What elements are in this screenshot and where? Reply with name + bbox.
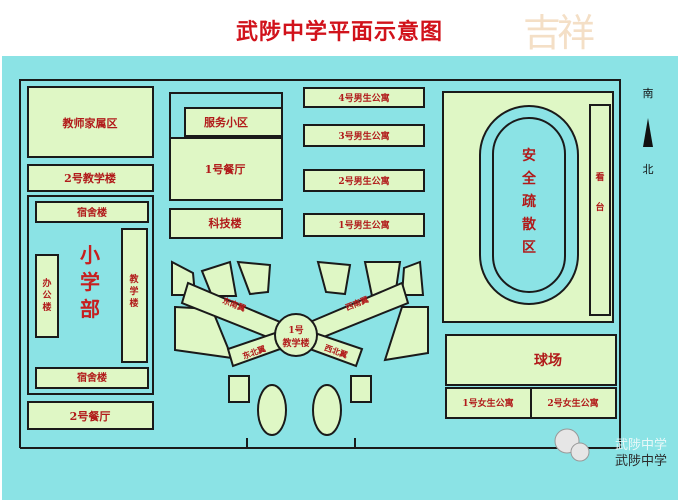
central-block-3 — [236, 260, 272, 296]
teaching-building-1-label-a: 1号 — [288, 325, 303, 336]
teaching-building-label: 教学楼 — [128, 273, 139, 309]
male-dorm-1-label: 1号男生公寓 — [338, 219, 389, 231]
female-dorm-1-label: 1号女生公寓 — [462, 397, 513, 409]
dorm-top — [35, 201, 149, 223]
male-dorm-2 — [303, 169, 425, 192]
canteen-2-label: 2号餐厅 — [70, 409, 111, 423]
compass-top-label: 南 — [643, 87, 654, 100]
service-area — [184, 107, 283, 137]
dorm-bottom-label: 宿舍楼 — [77, 371, 107, 384]
office-label: 办公楼 — [42, 277, 51, 313]
campus-boundary — [19, 79, 621, 449]
male-dorm-3-label: 3号男生公寓 — [338, 130, 389, 142]
central-block-4 — [316, 260, 352, 296]
primary-school-label: 小学部 — [80, 243, 100, 321]
male-dorm-1 — [303, 213, 425, 237]
track-inner — [492, 117, 566, 293]
logo-line-1: 武陟中学 — [614, 438, 667, 453]
ball-court — [445, 334, 617, 386]
stand — [589, 104, 611, 316]
wechat-logo — [554, 428, 590, 462]
watermark: 吉祥 — [523, 11, 595, 50]
gate-block-left — [228, 375, 250, 403]
stand-label: 看台 — [595, 171, 604, 213]
central-block-8 — [383, 306, 429, 362]
safe-zone-label: 安全疏散区 — [521, 147, 537, 256]
service-label: 服务小区 — [204, 115, 248, 129]
canteen-1 — [169, 137, 283, 201]
compass-arrow-icon — [643, 118, 653, 147]
office-building — [35, 254, 59, 338]
ellipse-right — [312, 384, 342, 436]
female-dorm-2-label: 2号女生公寓 — [547, 397, 598, 409]
teacher-housing-area — [27, 86, 154, 158]
teaching-building-1-label-b: 教学楼 — [281, 337, 309, 349]
male-dorm-4-label: 4号男生公寓 — [338, 92, 389, 104]
page-title: 武陟中学平面示意图 — [235, 19, 443, 45]
female-dorm-1 — [445, 387, 532, 419]
male-dorm-4 — [303, 87, 425, 108]
logo-bubble-small-icon — [570, 442, 590, 462]
tech-building — [169, 208, 283, 239]
logo-line-2: 武陟中学 — [614, 454, 667, 469]
male-dorm-2-label: 2号男生公寓 — [338, 175, 389, 187]
teaching-building-1 — [274, 313, 318, 357]
gate-block-right — [350, 375, 372, 403]
canteen-2 — [27, 401, 154, 430]
ellipse-left — [257, 384, 287, 436]
compass-bottom-label: 北 — [643, 163, 654, 176]
building-2-label: 2号教学楼 — [64, 171, 116, 185]
tech-label: 科技楼 — [209, 216, 242, 230]
male-dorm-3 — [303, 124, 425, 147]
dorm-top-label: 宿舍楼 — [77, 206, 107, 219]
teaching-building — [121, 228, 148, 363]
female-dorm-2 — [530, 387, 617, 419]
dorm-bottom — [35, 367, 149, 389]
primary-school-area — [27, 195, 154, 395]
building-2 — [27, 164, 154, 192]
teacher-housing-label: 教师家属区 — [62, 116, 118, 130]
canteen-1-label: 1号餐厅 — [205, 162, 246, 176]
central-block-2 — [200, 260, 238, 297]
ball-court-label: 球场 — [534, 352, 562, 369]
